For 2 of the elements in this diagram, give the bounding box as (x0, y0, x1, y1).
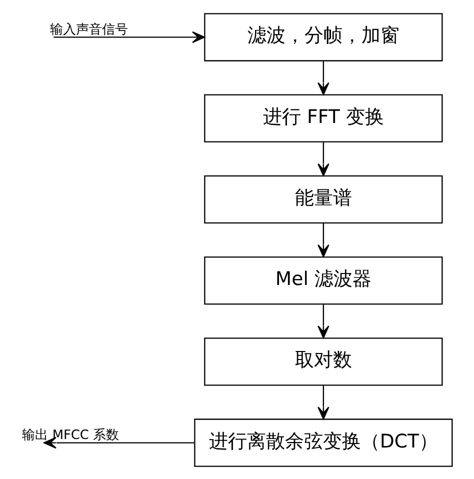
edge-label: 输出 MFCC 系数 (22, 428, 120, 443)
edge-label: 输入声音信号 (50, 22, 128, 37)
